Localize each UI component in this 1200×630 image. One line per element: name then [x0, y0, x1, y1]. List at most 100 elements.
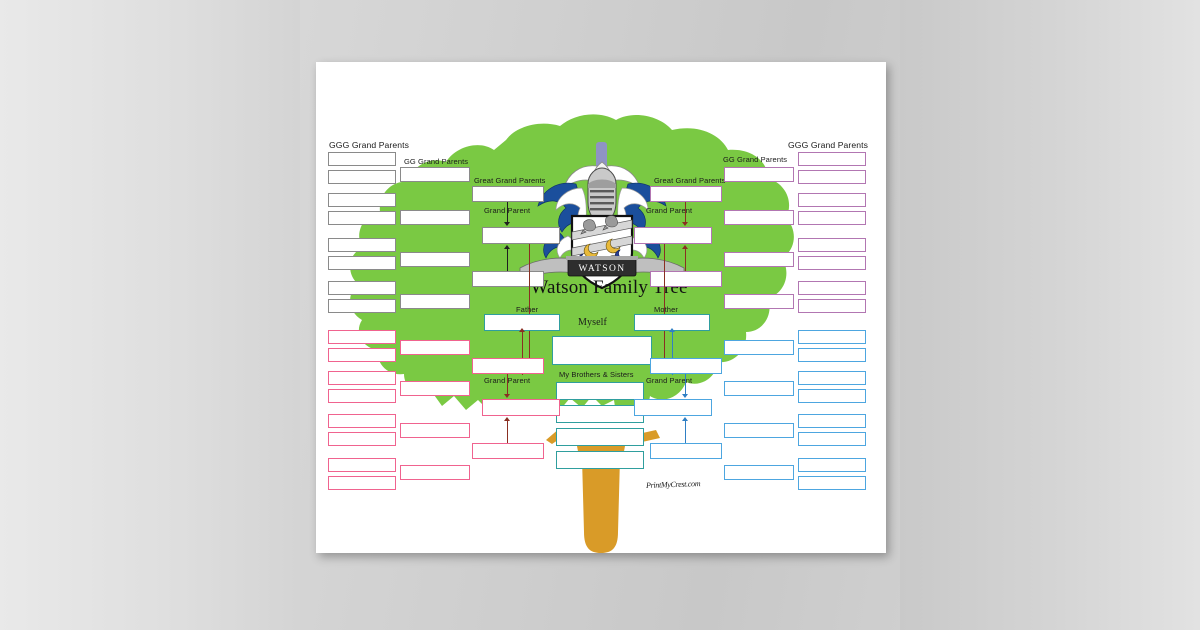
field-sibling-4[interactable] — [556, 451, 644, 469]
field-gg-left-lower-4[interactable] — [400, 465, 470, 480]
connector-left-lower-b — [507, 420, 508, 443]
connector-right-lower-a — [685, 374, 686, 395]
field-ggg-right-2[interactable] — [798, 170, 866, 184]
field-ggg-left-lower-1[interactable] — [328, 330, 396, 344]
field-ggg-left-lower-7[interactable] — [328, 458, 396, 472]
field-sibling-3[interactable] — [556, 428, 644, 446]
field-gg-right-lower-1[interactable] — [724, 340, 794, 355]
field-ggg-right-7[interactable] — [798, 281, 866, 295]
backdrop-left — [0, 0, 300, 630]
field-ggg-right-lower-4[interactable] — [798, 389, 866, 403]
field-gg-right-4[interactable] — [724, 294, 794, 309]
field-ggg-right-lower-3[interactable] — [798, 371, 866, 385]
field-ggg-right-5[interactable] — [798, 238, 866, 252]
arrow-up-father — [519, 328, 525, 332]
field-gg-right-1[interactable] — [724, 167, 794, 182]
arrow-up-mother — [669, 328, 675, 332]
field-gg-left-lower-2[interactable] — [400, 381, 470, 396]
arrow-right-lower-down — [682, 394, 688, 398]
field-great-left-lower-1[interactable] — [472, 358, 544, 374]
connector-mother-down — [672, 331, 673, 375]
field-gg-right-lower-4[interactable] — [724, 465, 794, 480]
label-ggg-grand-parents-right: GGG Grand Parents — [788, 140, 869, 150]
label-ggg-grand-parents-left: GGG Grand Parents — [329, 140, 410, 150]
label-gg-grand-parents-left: GG Grand Parents — [404, 157, 469, 166]
field-ggg-left-2[interactable] — [328, 170, 396, 184]
field-ggg-left-lower-5[interactable] — [328, 414, 396, 428]
connector-gp-left-to-father — [529, 244, 530, 360]
connector-great1-to-gp-right — [685, 202, 686, 223]
arrow-left-lower-up — [504, 417, 510, 421]
field-gg-left-1[interactable] — [400, 167, 470, 182]
field-myself[interactable] — [552, 336, 652, 365]
field-grandparent-right-top[interactable] — [634, 227, 712, 244]
label-gg-grand-parents-right: GG Grand Parents — [723, 155, 788, 164]
field-ggg-right-lower-1[interactable] — [798, 330, 866, 344]
field-sibling-2[interactable] — [556, 405, 644, 423]
arrow-up-gp-left — [504, 245, 510, 249]
field-great-left-2[interactable] — [472, 271, 544, 287]
field-ggg-left-7[interactable] — [328, 281, 396, 295]
field-great-left-lower-2[interactable] — [472, 443, 544, 459]
arrow-left-lower-down — [504, 394, 510, 398]
field-gg-left-4[interactable] — [400, 294, 470, 309]
watermark-printmycrest: PrintMyCrest.com — [645, 479, 701, 490]
label-my-brothers-sisters: My Brothers & Sisters — [559, 370, 634, 379]
connector-father-down — [522, 331, 523, 375]
field-ggg-right-6[interactable] — [798, 256, 866, 270]
field-ggg-left-5[interactable] — [328, 238, 396, 252]
field-ggg-left-3[interactable] — [328, 193, 396, 207]
field-gg-left-2[interactable] — [400, 210, 470, 225]
field-grandparent-left-top[interactable] — [482, 227, 560, 244]
label-great-grand-parents-right: Great Grand Parents — [654, 176, 726, 185]
label-father: Father — [516, 305, 539, 314]
field-gg-right-lower-3[interactable] — [724, 423, 794, 438]
connector-gp-to-great2-right — [685, 248, 686, 271]
field-ggg-right-lower-8[interactable] — [798, 476, 866, 490]
field-ggg-right-lower-2[interactable] — [798, 348, 866, 362]
crest-banner-text: WATSON — [579, 264, 626, 274]
connector-left-lower-a — [507, 374, 508, 395]
field-ggg-left-lower-8[interactable] — [328, 476, 396, 490]
field-ggg-left-8[interactable] — [328, 299, 396, 313]
field-grandparent-left-bottom[interactable] — [482, 399, 560, 416]
field-great-right-2[interactable] — [650, 271, 722, 287]
field-great-left-1[interactable] — [472, 186, 544, 202]
field-sibling-1[interactable] — [556, 382, 644, 400]
field-ggg-left-lower-6[interactable] — [328, 432, 396, 446]
label-mother: Mother — [654, 305, 678, 314]
field-ggg-left-4[interactable] — [328, 211, 396, 225]
page-title: Watson Family Tree — [530, 277, 688, 298]
field-ggg-left-1[interactable] — [328, 152, 396, 166]
field-gg-left-3[interactable] — [400, 252, 470, 267]
connector-gp-right-to-mother — [664, 244, 665, 360]
field-ggg-left-6[interactable] — [328, 256, 396, 270]
poster-canvas: WATSON /* banner text bound below */ Wat… — [316, 62, 886, 553]
field-ggg-left-lower-4[interactable] — [328, 389, 396, 403]
field-great-right-1[interactable] — [650, 186, 722, 202]
field-great-right-lower-2[interactable] — [650, 443, 722, 459]
field-gg-right-lower-2[interactable] — [724, 381, 794, 396]
backdrop-right — [900, 0, 1200, 630]
field-ggg-right-lower-6[interactable] — [798, 432, 866, 446]
field-ggg-left-lower-3[interactable] — [328, 371, 396, 385]
field-gg-left-lower-1[interactable] — [400, 340, 470, 355]
family-tree-poster[interactable]: WATSON /* banner text bound below */ Wat… — [316, 62, 886, 553]
field-ggg-left-lower-2[interactable] — [328, 348, 396, 362]
label-great-grand-parents-left: Great Grand Parents — [474, 176, 546, 185]
field-ggg-right-lower-5[interactable] — [798, 414, 866, 428]
field-ggg-right-1[interactable] — [798, 152, 866, 166]
field-gg-left-lower-3[interactable] — [400, 423, 470, 438]
label-grand-parent-right-top: Grand Parent — [646, 206, 693, 215]
field-ggg-right-8[interactable] — [798, 299, 866, 313]
connector-great1-to-gp — [507, 202, 508, 223]
field-great-right-lower-1[interactable] — [650, 358, 722, 374]
field-ggg-right-3[interactable] — [798, 193, 866, 207]
arrow-up-gp-right — [682, 245, 688, 249]
field-ggg-right-lower-7[interactable] — [798, 458, 866, 472]
field-grandparent-right-bottom[interactable] — [634, 399, 712, 416]
field-gg-right-3[interactable] — [724, 252, 794, 267]
field-ggg-right-4[interactable] — [798, 211, 866, 225]
field-gg-right-2[interactable] — [724, 210, 794, 225]
